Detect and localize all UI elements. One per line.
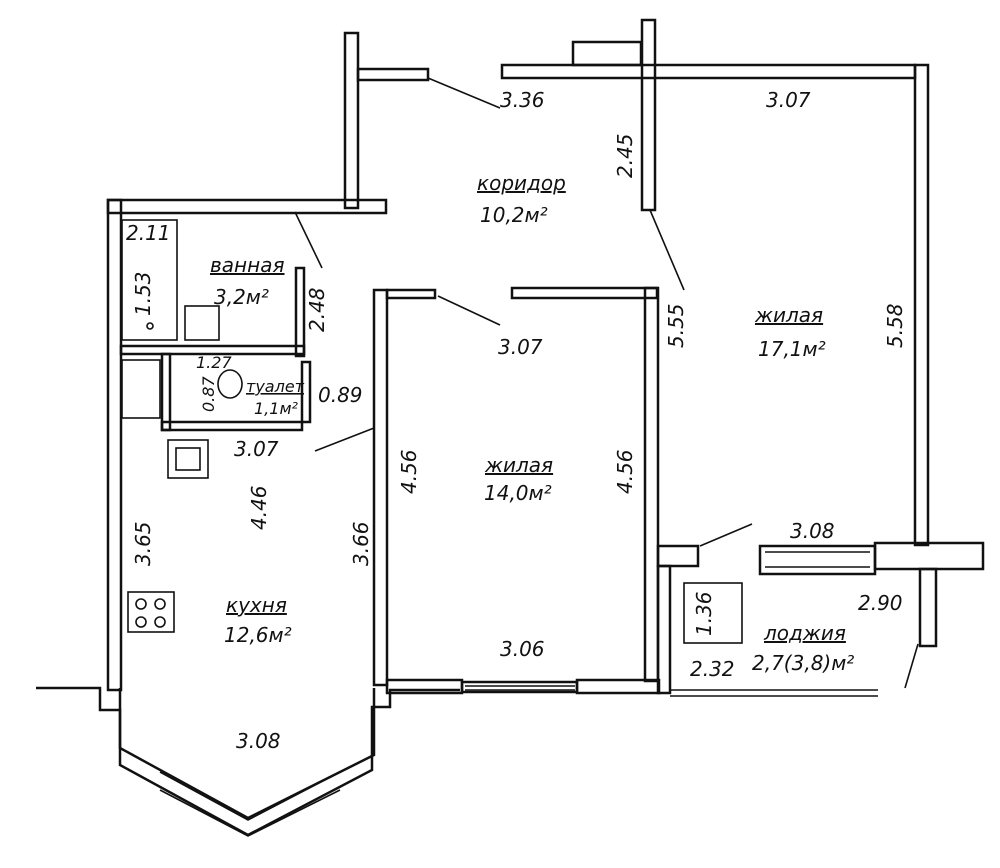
- dim-bath-width: 2.11: [126, 221, 171, 245]
- room-name-living-large: жилая: [754, 303, 823, 327]
- dim-living-small-bottom: 3.06: [500, 637, 545, 661]
- dim-loggia-side: 2.90: [858, 591, 903, 615]
- dim-corridor-partition: 2.45: [613, 133, 637, 178]
- large-window-lines: [765, 551, 870, 568]
- wall-corridor-left: [343, 31, 360, 210]
- stove-burner-icon: [154, 598, 166, 610]
- wall-loggia-right: [918, 567, 938, 648]
- wall-right: [913, 63, 930, 547]
- shaft: [121, 359, 161, 419]
- wall-toilet-right: [300, 360, 312, 424]
- dim-bath-height: 2.48: [305, 287, 329, 332]
- wall-toilet-bottom: [160, 420, 304, 432]
- dim-living-small-right: 4.56: [613, 449, 637, 494]
- small-window-lines: [465, 685, 575, 691]
- wall-large-bottom-right: [873, 541, 985, 571]
- room-area-bathroom: 3,2м²: [214, 285, 269, 309]
- wall-corridor-top-left: [356, 67, 430, 82]
- stove: [127, 591, 175, 633]
- wall-small-top-right: [510, 286, 659, 300]
- sink: [184, 305, 220, 341]
- room-name-toilet: туалет: [246, 377, 305, 396]
- stove-burner-icon: [135, 598, 147, 610]
- dim-bath-tub: 1.53: [131, 271, 155, 316]
- dim-kitchen-bottom: 3.08: [236, 729, 281, 753]
- dim-toilet-side: 0.89: [318, 383, 363, 407]
- dim-kitchen-diag: 4.46: [247, 485, 271, 530]
- wall-top: [500, 63, 917, 80]
- dim-living-large-bottom: 3.08: [790, 519, 835, 543]
- dim-loggia-storage: 1.36: [692, 591, 716, 636]
- wall-bath-bottom: [119, 344, 306, 356]
- room-name-corridor: коридор: [477, 171, 566, 195]
- room-name-bathroom: ванная: [210, 253, 284, 277]
- dim-corridor-top: 3.36: [500, 88, 545, 112]
- dim-toilet-height: 0.87: [199, 376, 218, 412]
- dim-living-small-left: 4.56: [397, 449, 421, 494]
- kitchen-window: [159, 771, 341, 837]
- wall-small-top-left: [385, 288, 437, 300]
- loggia-storage: [683, 582, 743, 644]
- dim-living-small-top: 3.07: [498, 335, 543, 359]
- room-area-living-small: 14,0м²: [484, 481, 552, 505]
- room-area-corridor: 10,2м²: [480, 203, 548, 227]
- room-name-kitchen: кухня: [226, 593, 287, 617]
- dim-living-large-right: 5.58: [883, 303, 907, 348]
- wall-kitchen-right: [372, 288, 389, 687]
- wall-large-bottom-window: [758, 544, 877, 576]
- stove-burner-icon: [154, 616, 166, 628]
- dim-kitchen-left: 3.65: [131, 521, 155, 566]
- dim-living-large-top: 3.07: [766, 88, 811, 112]
- dim-kitchen-right: 3.66: [349, 521, 373, 566]
- toilet-bowl-icon: [217, 369, 243, 399]
- stove-burner-icon: [135, 616, 147, 628]
- kitchen-sink-basin: [175, 447, 201, 471]
- room-area-living-large: 17,1м²: [758, 337, 826, 361]
- wall-partition-upper: [640, 18, 657, 212]
- wall-left: [106, 198, 123, 692]
- dim-loggia-bottom: 2.32: [690, 657, 735, 681]
- wall-toilet-left: [160, 352, 172, 432]
- wall-partition-lower: [643, 286, 660, 683]
- room-name-loggia: лоджия: [763, 621, 846, 645]
- kitchen-bay-outer: [36, 686, 460, 837]
- wall-loggia-left: [656, 564, 672, 695]
- wall-loggia-top-left: [656, 544, 700, 568]
- kitchen-sink: [167, 439, 209, 479]
- dim-kitchen-top: 3.07: [234, 437, 279, 461]
- wall-top-notch: [571, 40, 643, 67]
- room-name-living-small: жилая: [484, 453, 553, 477]
- loggia-rail: [670, 643, 919, 697]
- room-area-kitchen: 12,6м²: [224, 623, 292, 647]
- room-area-toilet: 1,1м²: [254, 399, 299, 418]
- bathtub: [121, 219, 178, 341]
- dim-living-large-left: 5.55: [664, 303, 688, 348]
- wall-bath-right: [294, 266, 306, 358]
- bath-drain-icon: [146, 322, 154, 330]
- kitchen-bay-inner: [118, 688, 376, 820]
- door-leader: [294, 77, 753, 547]
- room-area-loggia: 2,7(3,8)м²: [752, 651, 854, 675]
- dim-toilet-width: 1.27: [196, 353, 232, 372]
